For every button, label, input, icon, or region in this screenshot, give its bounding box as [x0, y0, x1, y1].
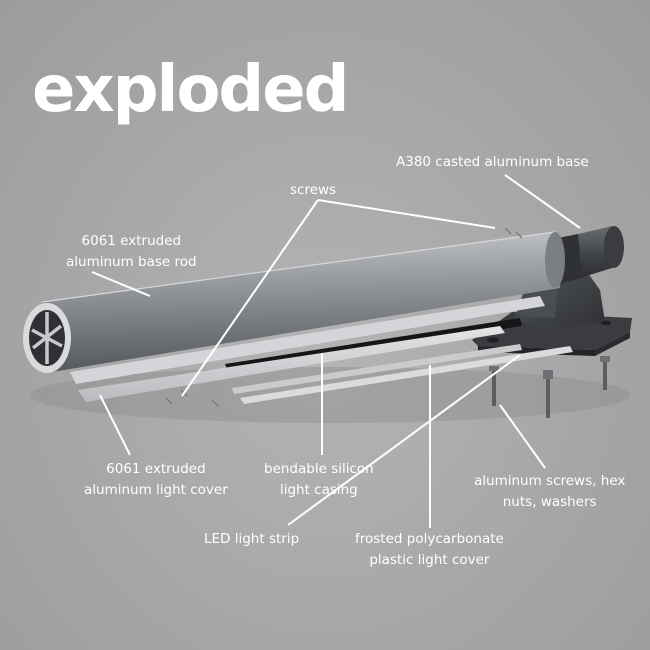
label-silicon-casing-line2: light casing	[279, 482, 358, 498]
label-base-rod-line1: 6061 extruded	[81, 233, 182, 249]
label-base: A380 casted aluminum base	[396, 152, 589, 173]
label-screws-text: screws	[290, 182, 337, 198]
label-screws: screws	[290, 180, 336, 201]
label-hardware: aluminum screws, hex nuts, washers	[474, 471, 625, 513]
label-silicon-casing-line1: bendable silicon	[264, 461, 374, 477]
label-polycarbonate-line2: plastic light cover	[369, 552, 490, 568]
label-light-cover-line2: aluminum light cover	[84, 482, 228, 498]
led-strip-bar	[232, 344, 522, 394]
label-led-strip-text: LED light strip	[204, 531, 300, 547]
label-hardware-line2: nuts, washers	[502, 494, 597, 510]
label-silicon-casing: bendable silicon light casing	[264, 459, 374, 501]
label-polycarbonate-line1: frosted polycarbonate	[355, 531, 504, 547]
page-title: exploded	[32, 53, 349, 127]
label-light-cover-line1: 6061 extruded	[106, 461, 206, 477]
label-hardware-line1: aluminum screws, hex	[474, 473, 626, 489]
label-led-strip: LED light strip	[204, 529, 299, 550]
label-base-rod: 6061 extruded aluminum base rod	[66, 231, 197, 273]
leader-lines	[91, 174, 581, 528]
label-base-rod-line2: aluminum base rod	[66, 254, 197, 270]
aluminum-light-cover	[78, 326, 505, 402]
label-base-text: A380 casted aluminum base	[396, 154, 589, 170]
base-rod	[23, 231, 565, 373]
base-hardware	[489, 356, 610, 418]
label-light-cover: 6061 extruded aluminum light cover	[84, 459, 228, 501]
label-polycarbonate-cover: frosted polycarbonate plastic light cove…	[355, 529, 504, 571]
polycarbonate-cover	[240, 346, 573, 404]
